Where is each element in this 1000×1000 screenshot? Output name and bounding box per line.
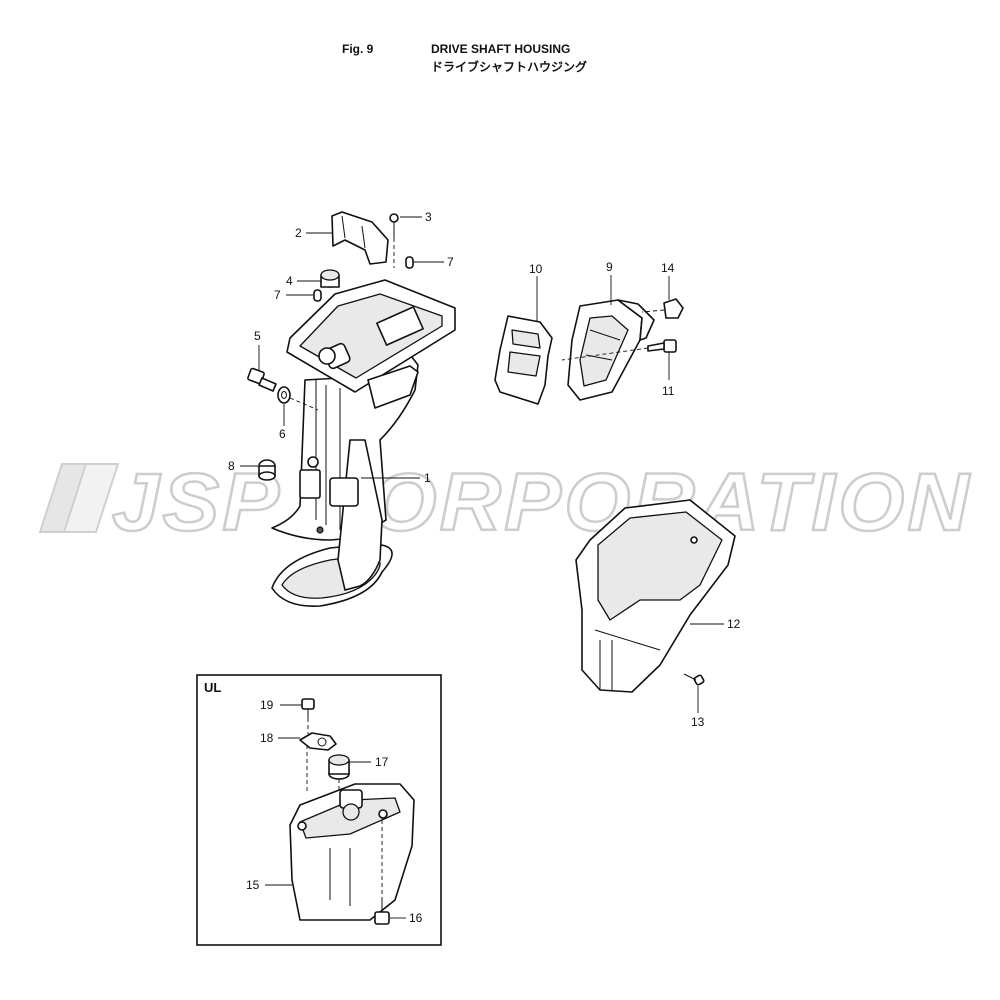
part-11-bolt	[561, 339, 677, 361]
inset-frame-ul	[196, 674, 442, 946]
callout-1: 1	[424, 471, 431, 485]
callout-numbers: 1 2 3 4 5 6 7 7 8 9 10 11 12 13 14 15 16…	[228, 210, 741, 925]
callout-3: 3	[425, 210, 432, 224]
callout-4: 4	[286, 274, 293, 288]
figure-label: Fig. 9	[342, 42, 374, 56]
leader-lines	[240, 216, 724, 919]
part-5-bolt	[247, 367, 277, 392]
callout-11: 11	[662, 384, 675, 398]
callout-18: 18	[260, 731, 274, 745]
callout-17: 17	[375, 755, 389, 769]
part-6-washer	[277, 386, 319, 411]
callout-16: 16	[409, 911, 423, 925]
part-1-drive-shaft-housing	[271, 279, 456, 607]
part-18-plate-ul	[299, 732, 337, 792]
callout-12: 12	[727, 617, 741, 631]
callout-10: 10	[529, 262, 543, 276]
callout-6: 6	[279, 427, 286, 441]
callout-15: 15	[246, 878, 260, 892]
part-15-housing-ul	[289, 783, 415, 921]
part-8-plug	[258, 459, 276, 481]
callout-7-upper: 7	[447, 255, 454, 269]
watermark-logo-bar-2	[62, 463, 120, 533]
callout-13: 13	[691, 715, 705, 729]
part-13-screw	[683, 673, 705, 686]
part-12-lower-cover	[575, 499, 736, 693]
callout-2: 2	[295, 226, 302, 240]
callout-5: 5	[254, 329, 261, 343]
part-3-screw	[389, 213, 399, 268]
part-10-gasket	[494, 315, 553, 405]
part-17-seal-ul	[328, 754, 350, 790]
part-2-bracket	[331, 211, 389, 265]
callout-19: 19	[260, 698, 274, 712]
inset-label-ul: UL	[204, 680, 221, 695]
watermark-text: JSP CORPORATION	[112, 457, 972, 548]
figure-title-english: DRIVE SHAFT HOUSING	[431, 42, 571, 56]
part-7-dowel-pins	[313, 256, 414, 302]
part-19-bolt-ul	[301, 698, 315, 734]
part-14-grommet	[641, 298, 684, 319]
part-9-exhaust-cover	[567, 299, 655, 401]
callout-8: 8	[228, 459, 235, 473]
part-16-bolt-ul	[374, 820, 390, 925]
figure-title-japanese: ドライブシャフトハウジング	[431, 60, 588, 74]
watermark: JSP CORPORATION	[38, 456, 972, 549]
part-4-seal	[320, 269, 340, 288]
callout-7-lower: 7	[274, 288, 281, 302]
callout-14: 14	[661, 261, 675, 275]
callout-9: 9	[606, 260, 613, 274]
